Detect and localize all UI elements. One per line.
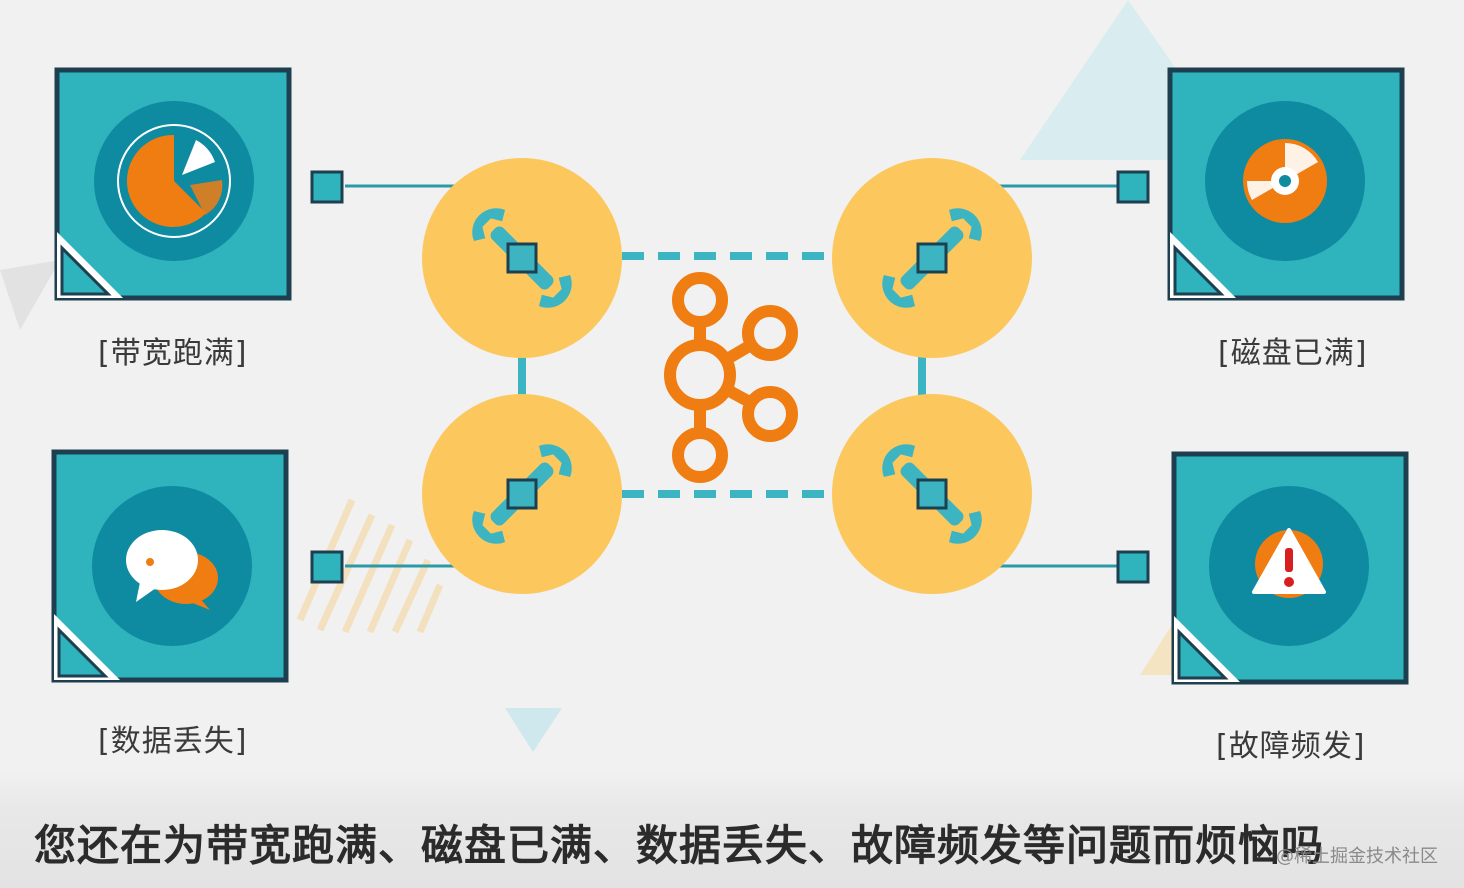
label-frequent-failures: [故障频发] <box>1216 729 1366 764</box>
gear-circle-bottom-right <box>832 394 1032 594</box>
issue-box-disk-full <box>1167 67 1405 301</box>
label-data-loss: [数据丢失] <box>98 724 248 759</box>
gear-circle-top-left <box>422 158 622 358</box>
disc-icon <box>1243 139 1327 223</box>
pie-chart-icon <box>117 124 231 238</box>
vertical-connectors <box>518 350 926 400</box>
video-subtitle: 您还在为带宽跑满、磁盘已满、数据丢失、故障频发等问题而烦恼吗 <box>34 821 1325 870</box>
chat-bubbles-icon <box>126 530 218 610</box>
connector-terminals <box>310 170 1150 584</box>
issue-box-data-loss <box>51 449 289 683</box>
label-bandwidth-full: [带宽跑满] <box>98 336 248 371</box>
watermark: @稀土掘金技术社区 <box>1276 846 1438 867</box>
issue-box-frequent-failures <box>1171 451 1409 685</box>
subtitle-bar <box>0 770 1464 888</box>
dashed-connectors <box>622 252 838 498</box>
gear-circle-top-right <box>832 158 1032 358</box>
label-disk-full: [磁盘已满] <box>1218 336 1368 371</box>
kafka-logo-icon <box>664 272 798 483</box>
warning-icon <box>1252 528 1326 598</box>
gear-circle-bottom-left <box>422 394 622 594</box>
issue-box-bandwidth <box>54 67 292 301</box>
